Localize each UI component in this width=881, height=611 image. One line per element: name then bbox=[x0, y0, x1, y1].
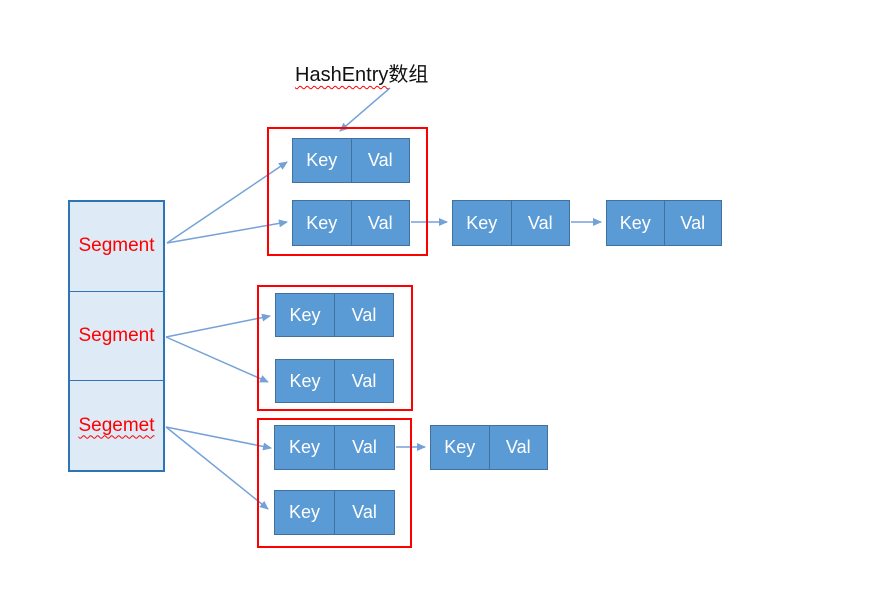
entry-key-cell: Key bbox=[288, 437, 321, 457]
arrow-seg3-to-g3p1 bbox=[165, 426, 272, 451]
hashentry-array-box-2 bbox=[257, 285, 413, 411]
entry-key-cell: Key bbox=[306, 150, 338, 170]
segment-cell-1: Segment bbox=[70, 202, 163, 291]
arrow-title-to-entry bbox=[339, 87, 391, 132]
entry-val-cell: Val bbox=[334, 491, 394, 534]
entry-val-cell: Val bbox=[334, 426, 394, 469]
entry-node: Key Val bbox=[452, 200, 570, 246]
segment-label-1: Segment bbox=[78, 235, 155, 257]
segment-label-2: Segment bbox=[78, 325, 155, 346]
segment-label-3: Segemet bbox=[78, 414, 155, 436]
diagram-title: HashEntry数组 bbox=[295, 58, 535, 86]
entry-val-cell: Val bbox=[350, 201, 410, 245]
entry-node: Key Val bbox=[275, 359, 394, 403]
entry-node: Key Val bbox=[292, 200, 410, 246]
entry-val-cell: Val bbox=[334, 360, 393, 402]
arrow-seg2-to-g2p2 bbox=[165, 336, 269, 383]
entry-key-cell: Key bbox=[444, 437, 476, 457]
entry-node: Key Val bbox=[275, 293, 394, 337]
hashentry-array-box-1 bbox=[267, 127, 428, 256]
entry-key-cell: Key bbox=[289, 370, 321, 391]
entry-key-cell: Key bbox=[619, 212, 651, 233]
entry-node: Key Val bbox=[274, 425, 395, 470]
segment-cell-3: Segemet bbox=[70, 380, 163, 470]
arrow-seg2-to-g2p1 bbox=[165, 313, 271, 338]
segment-cell-2: Segment bbox=[70, 290, 163, 381]
diagram-title-cjk: 数组 bbox=[388, 64, 429, 86]
entry-val-cell: Val bbox=[488, 426, 548, 469]
hashentry-array-box-3 bbox=[257, 418, 412, 548]
entry-node: Key Val bbox=[606, 200, 722, 246]
entry-val-cell: Val bbox=[510, 201, 570, 245]
entry-val-cell: Val bbox=[350, 139, 410, 182]
entry-key-cell: Key bbox=[289, 304, 321, 325]
arrow-seg3-to-g3p2 bbox=[165, 426, 269, 510]
diagram-title-latin: HashEntry bbox=[295, 64, 389, 86]
entry-key-cell: Key bbox=[466, 212, 498, 233]
entry-key-cell: Key bbox=[288, 502, 321, 522]
entry-node: Key Val bbox=[274, 490, 395, 535]
entry-val-cell: Val bbox=[663, 201, 722, 245]
entry-val-cell: Val bbox=[334, 294, 393, 336]
entry-node: Key Val bbox=[430, 425, 548, 470]
entry-node: Key Val bbox=[292, 138, 410, 183]
segment-column: Segment Segment Segemet bbox=[68, 200, 165, 472]
entry-key-cell: Key bbox=[306, 212, 338, 233]
